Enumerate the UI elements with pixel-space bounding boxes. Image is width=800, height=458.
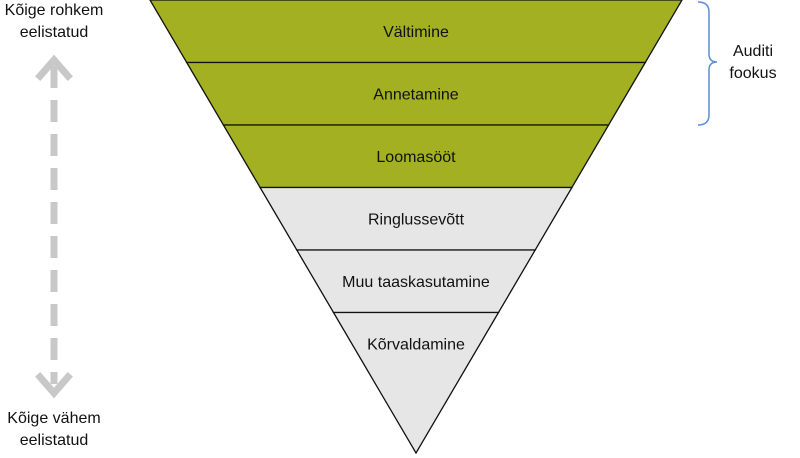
audit-focus-bracket [697, 1, 718, 126]
pyramid-level-6 [332, 311, 500, 455]
most-preferred-line-2: eelistatud [20, 24, 89, 41]
preference-arrow [35, 54, 73, 399]
inverted-pyramid: VältimineAnnetamineLoomasöötRinglussevõt… [149, 0, 683, 455]
least-preferred-line-2: eelistatud [20, 432, 89, 449]
pyramid-level-label-1: Vältimine [383, 24, 449, 41]
arrow-head-down [35, 372, 73, 399]
pyramid-level-label-3: Loomasööt [376, 149, 456, 166]
most-preferred-line-1: Kõige rohkem [5, 2, 104, 19]
least-preferred-line-1: Kõige vähem [7, 410, 100, 427]
pyramid-level-label-6: Kõrvaldamine [367, 337, 465, 354]
audit-focus-line-2: fookus [729, 65, 776, 82]
pyramid-level-label-2: Annetamine [373, 87, 458, 104]
audit-focus-line-1: Auditi [733, 43, 773, 60]
pyramid-level-label-5: Muu taaskasutamine [342, 274, 490, 291]
pyramid-level-label-4: Ringlussevõtt [368, 212, 465, 229]
arrow-head-up [35, 54, 73, 81]
